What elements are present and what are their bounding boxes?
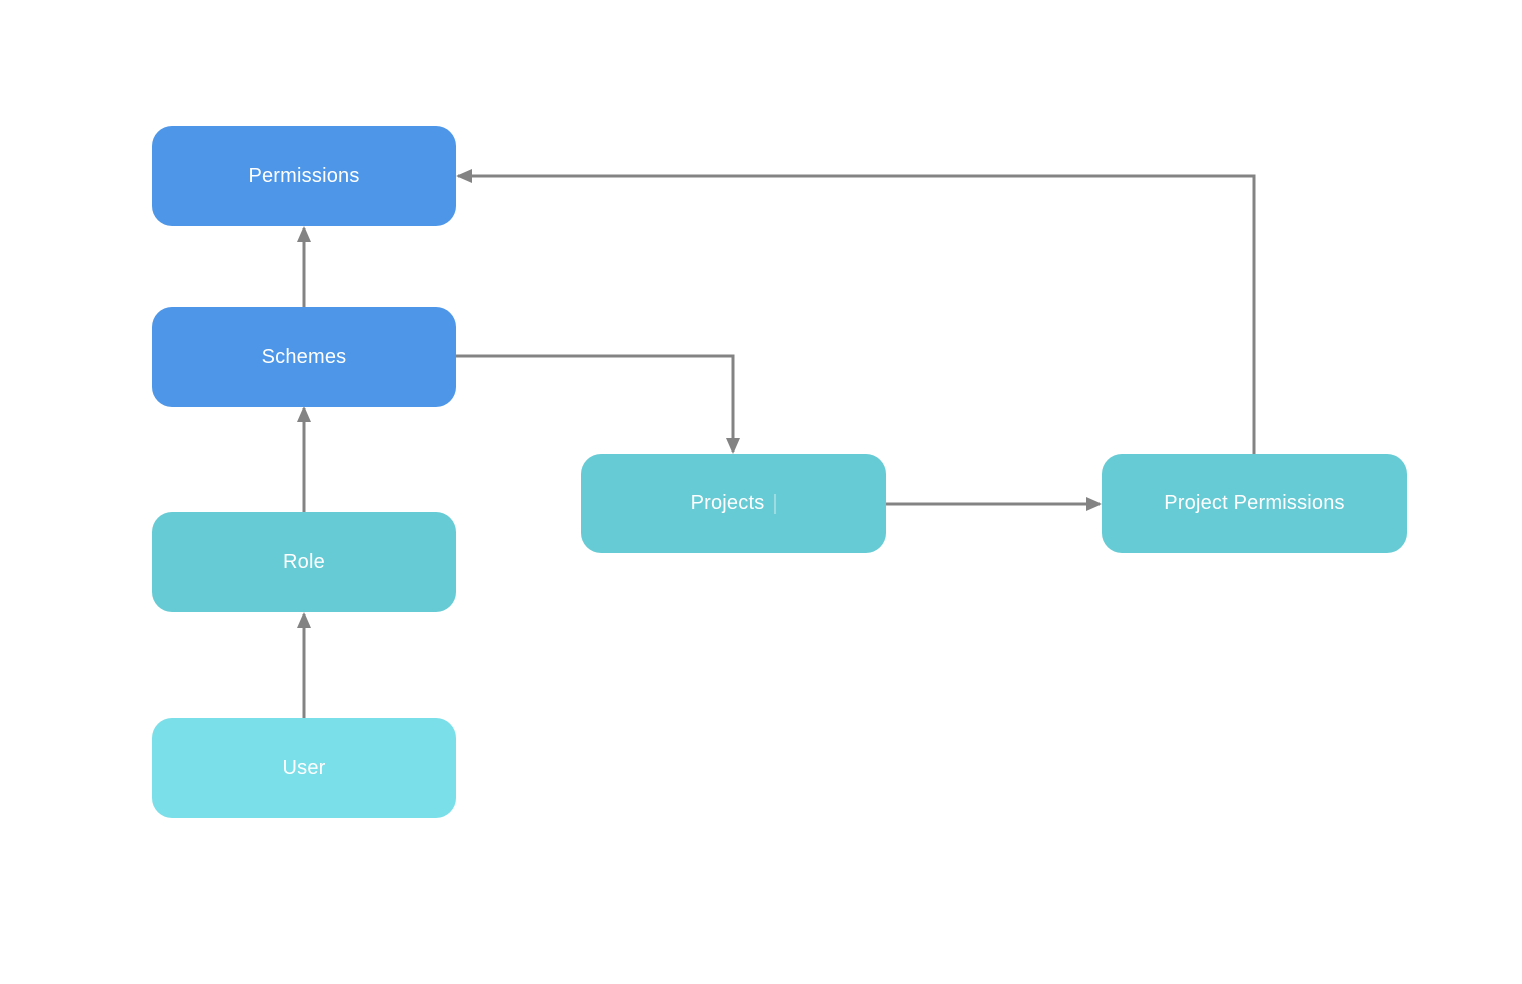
node-permissions[interactable]: Permissions <box>152 126 456 226</box>
node-schemes-label: Schemes <box>261 345 347 368</box>
node-project-permissions-label: Project Permissions <box>1164 492 1345 514</box>
edge-schemes-to-projects[interactable] <box>456 354 740 454</box>
text-caret <box>774 493 777 514</box>
node-schemes[interactable]: Schemes <box>152 307 456 407</box>
node-projects[interactable]: Projects <box>581 454 886 553</box>
node-project-permissions[interactable]: Project Permissions <box>1102 454 1407 553</box>
node-role[interactable]: Role <box>152 512 456 612</box>
node-role-label: Role <box>283 550 325 573</box>
node-permissions-label: Permissions <box>248 164 360 187</box>
node-user[interactable]: User <box>152 718 456 818</box>
edge-project-permissions-to-permissions[interactable] <box>456 169 1256 454</box>
node-projects-label: Projects <box>690 492 765 514</box>
node-user-label: User <box>282 756 326 779</box>
